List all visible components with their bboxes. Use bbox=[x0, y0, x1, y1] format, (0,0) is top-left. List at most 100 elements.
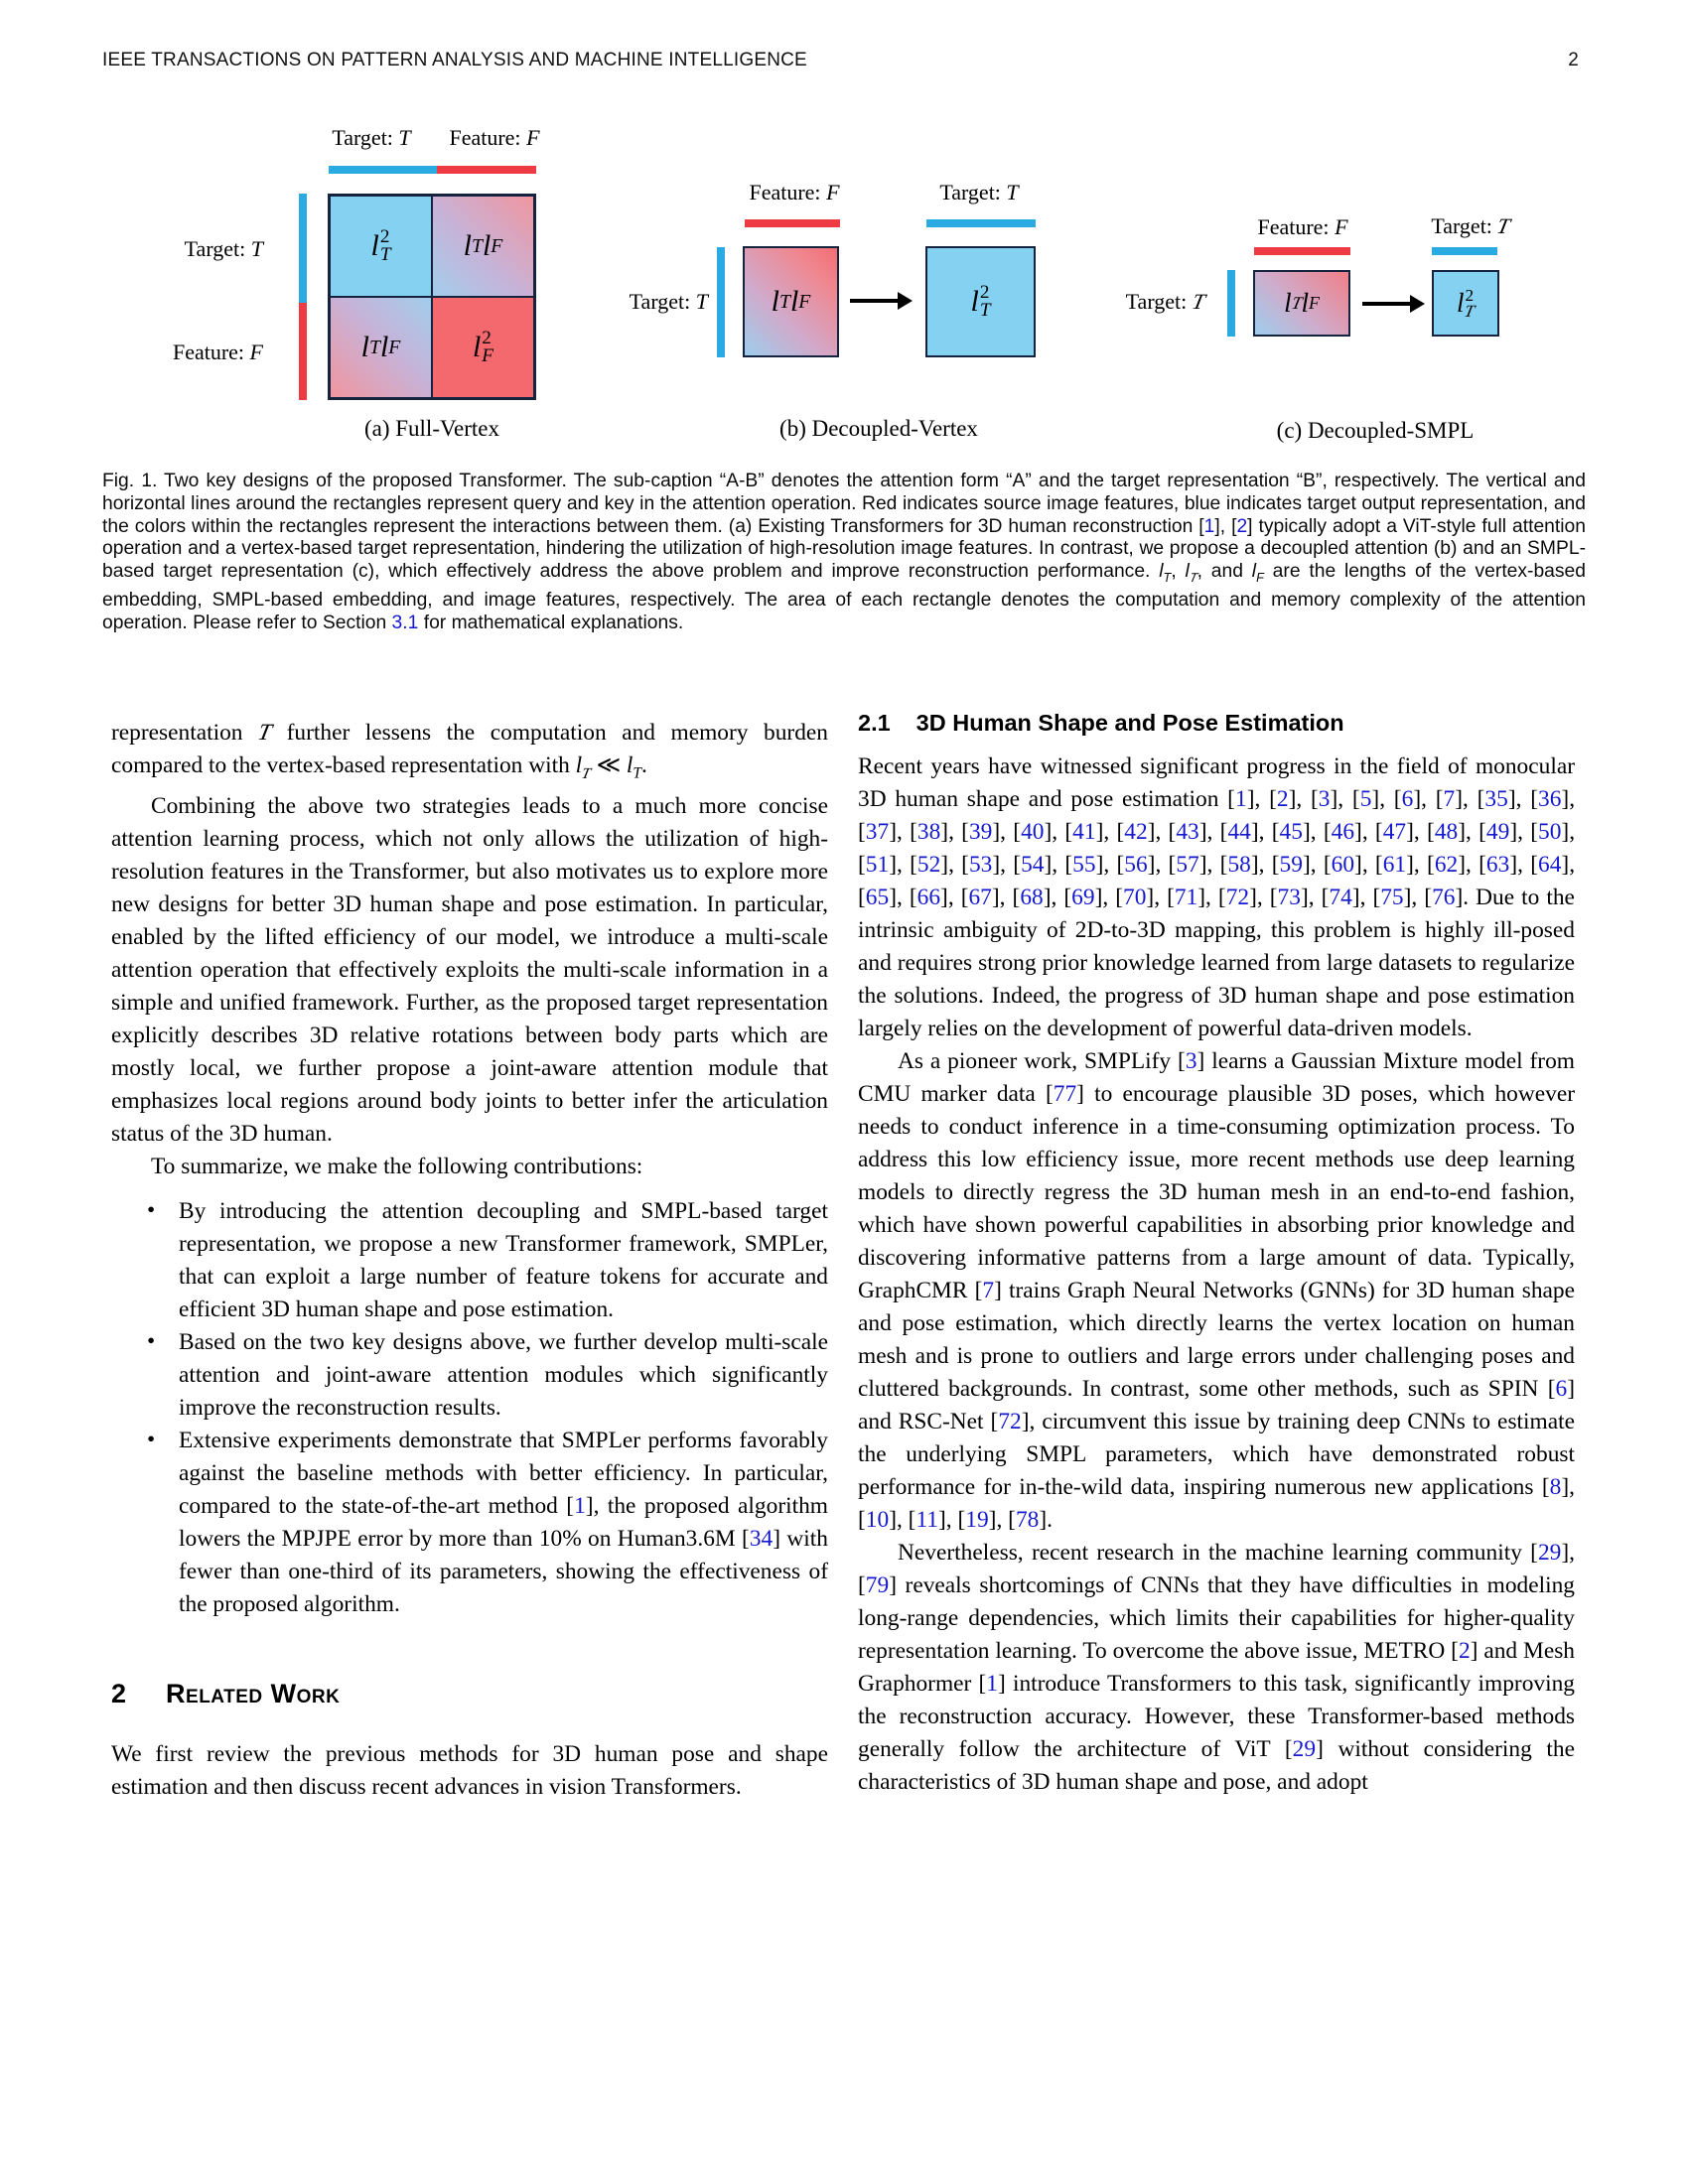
citation-link[interactable]: 67 bbox=[968, 885, 992, 910]
citation-link[interactable]: 7 bbox=[982, 1278, 995, 1303]
panel-a-col-label-feature: Feature: F bbox=[449, 125, 540, 150]
paragraph: Combining the above two strategies leads… bbox=[111, 792, 828, 1147]
section-link[interactable]: 3.1 bbox=[391, 612, 419, 633]
citation-link[interactable]: 2 bbox=[1276, 786, 1289, 812]
citation-link[interactable]: 3 bbox=[1318, 786, 1331, 812]
subsection-title: 3D Human Shape and Pose Estimation bbox=[915, 710, 1344, 736]
citation-link[interactable]: 58 bbox=[1227, 852, 1251, 878]
panel-c-label-feature: Feature: F bbox=[1257, 214, 1348, 239]
panel-b-query-bar bbox=[717, 247, 725, 357]
paragraph: Recent years have witnessed significant … bbox=[858, 753, 1576, 1041]
blue-key-segment bbox=[329, 166, 437, 174]
list-item: •Based on the two key designs above, we … bbox=[111, 1326, 828, 1425]
red-query-segment bbox=[299, 303, 307, 400]
citation-link[interactable]: 65 bbox=[865, 885, 890, 910]
citation-link[interactable]: 37 bbox=[865, 819, 890, 845]
citation-link[interactable]: 19 bbox=[965, 1507, 989, 1533]
citation-link[interactable]: 64 bbox=[1538, 852, 1562, 878]
blue-query-segment bbox=[299, 194, 307, 304]
bullet-icon: • bbox=[147, 1426, 156, 1452]
citation-link[interactable]: 3 bbox=[1185, 1048, 1197, 1074]
citation-link[interactable]: 7 bbox=[1443, 786, 1456, 812]
citation-link[interactable]: 2 bbox=[1458, 1638, 1471, 1664]
citation-link[interactable]: 2 bbox=[1236, 515, 1248, 537]
citation-link[interactable]: 5 bbox=[1359, 786, 1372, 812]
citation-link[interactable]: 10 bbox=[865, 1507, 890, 1533]
citation-link[interactable]: 11 bbox=[915, 1507, 938, 1533]
blue-key-segment bbox=[926, 219, 1036, 227]
citation-link[interactable]: 62 bbox=[1434, 852, 1459, 878]
paragraph: We first review the previous methods for… bbox=[111, 1740, 828, 1800]
citation-link[interactable]: 79 bbox=[865, 1572, 890, 1598]
citation-link[interactable]: 76 bbox=[1432, 885, 1456, 910]
citation-link[interactable]: 6 bbox=[1401, 786, 1414, 812]
journal-title: IEEE TRANSACTIONS ON PATTERN ANALYSIS AN… bbox=[102, 50, 807, 70]
paragraph: To summarize, we make the following cont… bbox=[151, 1153, 643, 1179]
citation-link[interactable]: 78 bbox=[1015, 1507, 1040, 1533]
citation-link[interactable]: 1 bbox=[986, 1671, 998, 1697]
citation-link[interactable]: 46 bbox=[1331, 819, 1355, 845]
citation-link[interactable]: 29 bbox=[1292, 1736, 1317, 1762]
citation-link[interactable]: 54 bbox=[1021, 852, 1045, 878]
citation-link[interactable]: 72 bbox=[998, 1409, 1022, 1434]
citation-link[interactable]: 66 bbox=[916, 885, 941, 910]
left-column: representation T further lessens the com… bbox=[111, 717, 828, 1804]
citation-link[interactable]: 47 bbox=[1382, 819, 1407, 845]
citation-link[interactable]: 69 bbox=[1071, 885, 1095, 910]
citation-link[interactable]: 44 bbox=[1227, 819, 1251, 845]
red-key-segment bbox=[436, 166, 536, 174]
citation-link[interactable]: 1 bbox=[574, 1492, 586, 1519]
subsection-number: 2.1 bbox=[858, 710, 891, 736]
citation-link[interactable]: 41 bbox=[1072, 819, 1096, 845]
citation-link[interactable]: 35 bbox=[1484, 786, 1508, 812]
paragraph: representation T further lessens the com… bbox=[111, 720, 828, 782]
citation-link[interactable]: 73 bbox=[1277, 885, 1301, 910]
citation-link[interactable]: 43 bbox=[1176, 819, 1199, 845]
citation-link[interactable]: 8 bbox=[1549, 1474, 1562, 1500]
citation-link[interactable]: 52 bbox=[916, 852, 941, 878]
citation-link[interactable]: 29 bbox=[1537, 1540, 1562, 1566]
panel-a-row-label-feature: Feature: F bbox=[172, 340, 263, 364]
citation-link[interactable]: 1 bbox=[1203, 515, 1215, 537]
citation-link[interactable]: 40 bbox=[1021, 819, 1045, 845]
citation-link[interactable]: 42 bbox=[1124, 819, 1148, 845]
citation-link[interactable]: 59 bbox=[1279, 852, 1303, 878]
panel-b-blue-key-bar bbox=[926, 219, 1036, 227]
citation-link[interactable]: 55 bbox=[1072, 852, 1096, 878]
citation-link[interactable]: 38 bbox=[916, 819, 941, 845]
citation-link[interactable]: 71 bbox=[1174, 885, 1198, 910]
citation-link[interactable]: 68 bbox=[1020, 885, 1044, 910]
citation-link[interactable]: 74 bbox=[1329, 885, 1352, 910]
arrow-right-icon bbox=[850, 299, 898, 303]
citation-link[interactable]: 56 bbox=[1124, 852, 1148, 878]
red-key-segment bbox=[745, 219, 840, 227]
citation-link[interactable]: 34 bbox=[749, 1525, 774, 1552]
citation-link[interactable]: 49 bbox=[1485, 819, 1510, 845]
citation-link[interactable]: 63 bbox=[1485, 852, 1510, 878]
citation-link[interactable]: 39 bbox=[968, 819, 993, 845]
citation-link[interactable]: 57 bbox=[1176, 852, 1199, 878]
citation-link[interactable]: 45 bbox=[1279, 819, 1303, 845]
citation-link[interactable]: 77 bbox=[1053, 1081, 1077, 1107]
paragraph: Nevertheless, recent research in the mac… bbox=[858, 1540, 1575, 1795]
citation-link[interactable]: 48 bbox=[1434, 819, 1459, 845]
citation-link[interactable]: 36 bbox=[1538, 786, 1562, 812]
citation-link[interactable]: 60 bbox=[1331, 852, 1355, 878]
panel-b-red-key-bar bbox=[745, 219, 840, 227]
citation-link[interactable]: 53 bbox=[968, 852, 993, 878]
citation-link[interactable]: 50 bbox=[1538, 819, 1562, 845]
citation-link[interactable]: 61 bbox=[1382, 852, 1407, 878]
citation-link[interactable]: 1 bbox=[1234, 786, 1247, 812]
bullet-text: Extensive experiments demonstrate that S… bbox=[179, 1427, 828, 1617]
citation-link[interactable]: 75 bbox=[1380, 885, 1404, 910]
citation-link[interactable]: 6 bbox=[1555, 1376, 1568, 1402]
panel-c-left-label-target: Target: T bbox=[1125, 289, 1207, 314]
citation-link[interactable]: 70 bbox=[1123, 885, 1147, 910]
citation-link[interactable]: 72 bbox=[1225, 885, 1250, 910]
citation-link[interactable]: 51 bbox=[865, 852, 890, 878]
